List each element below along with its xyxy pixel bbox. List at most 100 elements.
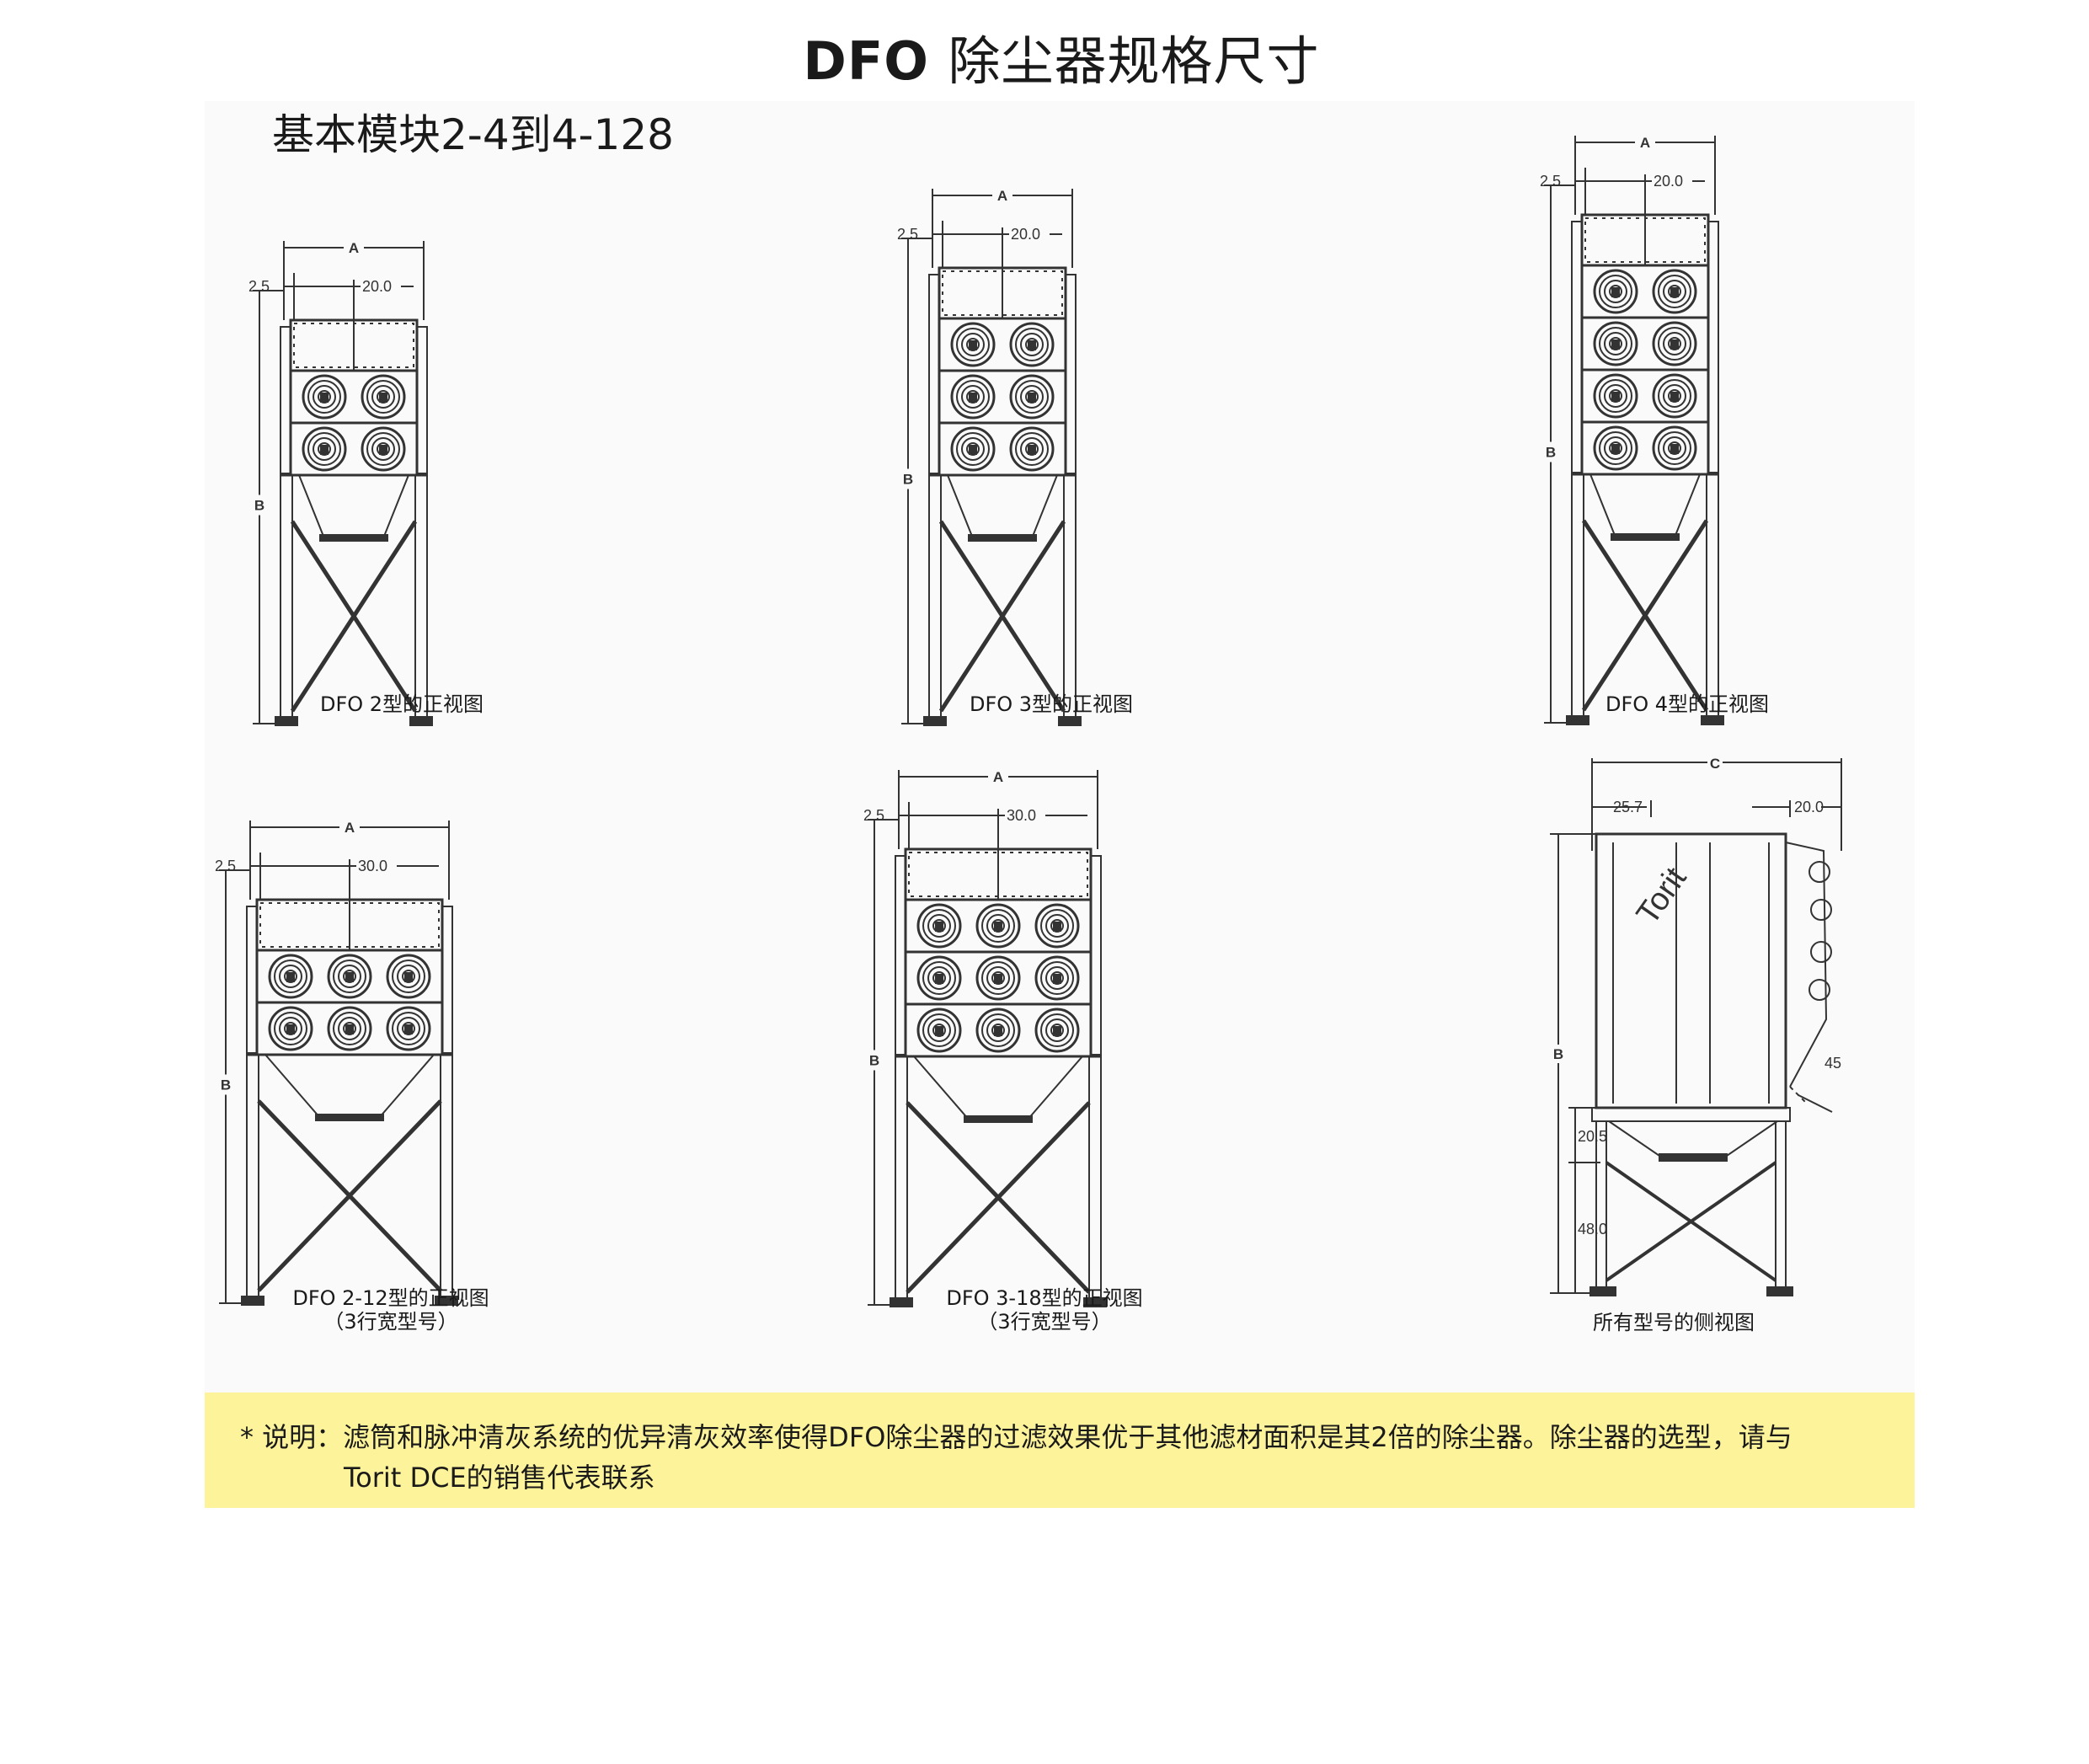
- filter-cartridge-icon: [333, 1012, 366, 1045]
- dim-label-c: C: [1710, 756, 1720, 772]
- filter-cartridge-icon: [1652, 269, 1697, 314]
- dim-label-hopper: 20.5: [1578, 1128, 1607, 1145]
- dim-label-b: B: [1553, 1046, 1563, 1062]
- caption-line: DFO 3型的正视图: [969, 692, 1134, 716]
- side-door: [1785, 842, 1828, 1088]
- cartridge-handle: [1611, 339, 1620, 350]
- side-post: [1090, 855, 1102, 1056]
- cartridge-handle: [1670, 287, 1679, 297]
- filter-cartridge-icon: [1009, 322, 1055, 367]
- side-post: [1065, 274, 1077, 474]
- leg: [280, 474, 293, 724]
- filter-cartridge-icon: [274, 960, 307, 993]
- side-post: [280, 326, 291, 474]
- cartridge-handle: [345, 972, 354, 982]
- filter-cartridge-icon: [338, 965, 361, 988]
- foot: [1566, 715, 1589, 725]
- filter-cartridge-icon: [1015, 380, 1049, 414]
- filter-cartridge-icon: [975, 955, 1021, 1001]
- hopper: [913, 1056, 1083, 1120]
- cartridge-handle: [1670, 392, 1679, 402]
- filter-cartridge-icon: [1663, 280, 1686, 303]
- filter-cartridge-icon: [956, 380, 990, 414]
- leg: [1088, 1056, 1102, 1306]
- label-bg: [253, 494, 266, 516]
- filter-cartridge-icon: [1020, 385, 1044, 409]
- cartridge-handle: [1611, 392, 1620, 402]
- leg: [246, 1054, 259, 1304]
- torit-logo: Torit: [1630, 861, 1694, 931]
- filter-cartridge-icon: [986, 1018, 1010, 1042]
- foot: [435, 1296, 458, 1306]
- caption-dfo2: DFO 2型的正视图: [320, 692, 484, 716]
- filter-cartridge-icon: [386, 1006, 431, 1051]
- dim-label-offset: 2.5: [897, 226, 918, 243]
- side-post: [246, 906, 258, 1054]
- cartridge-handle: [1670, 444, 1679, 454]
- dim-label-width: 20.0: [362, 278, 392, 295]
- hopper-outlet: [1611, 533, 1680, 541]
- cartridge-handle: [286, 1024, 295, 1034]
- plenum: [259, 902, 440, 948]
- dim-label-b: B: [903, 472, 913, 488]
- filter-cartridge-icon: [313, 437, 336, 461]
- filter-cartridge-icon: [986, 914, 1010, 938]
- filter-cartridge-icon: [392, 960, 425, 993]
- cartridge-handle: [1053, 1026, 1061, 1036]
- filter-cartridge-icon: [1599, 327, 1632, 361]
- filter-cartridge-icon: [950, 426, 996, 472]
- dim-label-angle: 45: [1825, 1055, 1841, 1072]
- cartridge-handle: [286, 972, 295, 982]
- side-hopper: [1608, 1120, 1778, 1157]
- hopper: [1589, 473, 1701, 538]
- cartridge-handle: [935, 974, 943, 984]
- title-main: 除尘器规格尺寸: [948, 30, 1320, 92]
- hopper-outlet: [964, 1115, 1033, 1123]
- label-bg: [1635, 133, 1655, 152]
- filter-cartridge-icon: [361, 374, 406, 420]
- cross-brace: [290, 520, 418, 713]
- dim-label-b: B: [869, 1053, 879, 1069]
- caption-line: DFO 4型的正视图: [1605, 692, 1770, 716]
- filter-cartridge-icon: [366, 380, 400, 414]
- filter-cartridge-icon: [961, 385, 985, 409]
- filter-cartridge-icon: [916, 903, 962, 949]
- filter-cartridge-icon: [1593, 269, 1638, 314]
- cartridge-handle: [320, 393, 329, 403]
- caption-dfo4: DFO 4型的正视图: [1605, 692, 1769, 716]
- cartridge-handle: [1611, 287, 1620, 297]
- side-post: [928, 274, 940, 474]
- side-post: [1571, 221, 1583, 473]
- plenum: [942, 270, 1063, 316]
- dim-label-offset: 2.5: [215, 858, 236, 874]
- cartridge-handle: [969, 445, 977, 455]
- label-bg: [992, 186, 1012, 205]
- filter-cartridge-icon: [1652, 425, 1697, 471]
- filter-cartridge-icon: [961, 333, 985, 356]
- cartridge-handle: [379, 393, 387, 403]
- dim-label-depth: 25.7: [1613, 799, 1643, 815]
- filter-cartridge-icon: [975, 1008, 1021, 1053]
- filter-cartridge-icon: [922, 909, 956, 943]
- cartridge-handle: [969, 393, 977, 403]
- dim-label-b: B: [254, 498, 264, 514]
- label-bg: [868, 1050, 881, 1071]
- leg: [440, 1054, 453, 1304]
- cartridge-handle: [994, 1026, 1002, 1036]
- caption-line: （3行宽型号）: [323, 1310, 458, 1334]
- side-view: C 25.7 20.0 B 20.5 48.0 45 Torit: [1550, 755, 1842, 1296]
- label-bg: [1009, 225, 1050, 243]
- drawing-lines: [868, 770, 1107, 1307]
- cartridge-handle: [1028, 340, 1036, 350]
- filter-cartridge-icon: [392, 1012, 425, 1045]
- cartridge-handle: [1670, 339, 1679, 350]
- label-bg: [988, 767, 1008, 786]
- hopper-outlet: [968, 534, 1037, 542]
- filter-cartridge-icon: [1658, 327, 1691, 361]
- label-bg: [1652, 172, 1692, 190]
- filter-cartridge-icon: [1593, 321, 1638, 366]
- label-bg: [1005, 806, 1045, 825]
- foot: [1083, 1297, 1107, 1307]
